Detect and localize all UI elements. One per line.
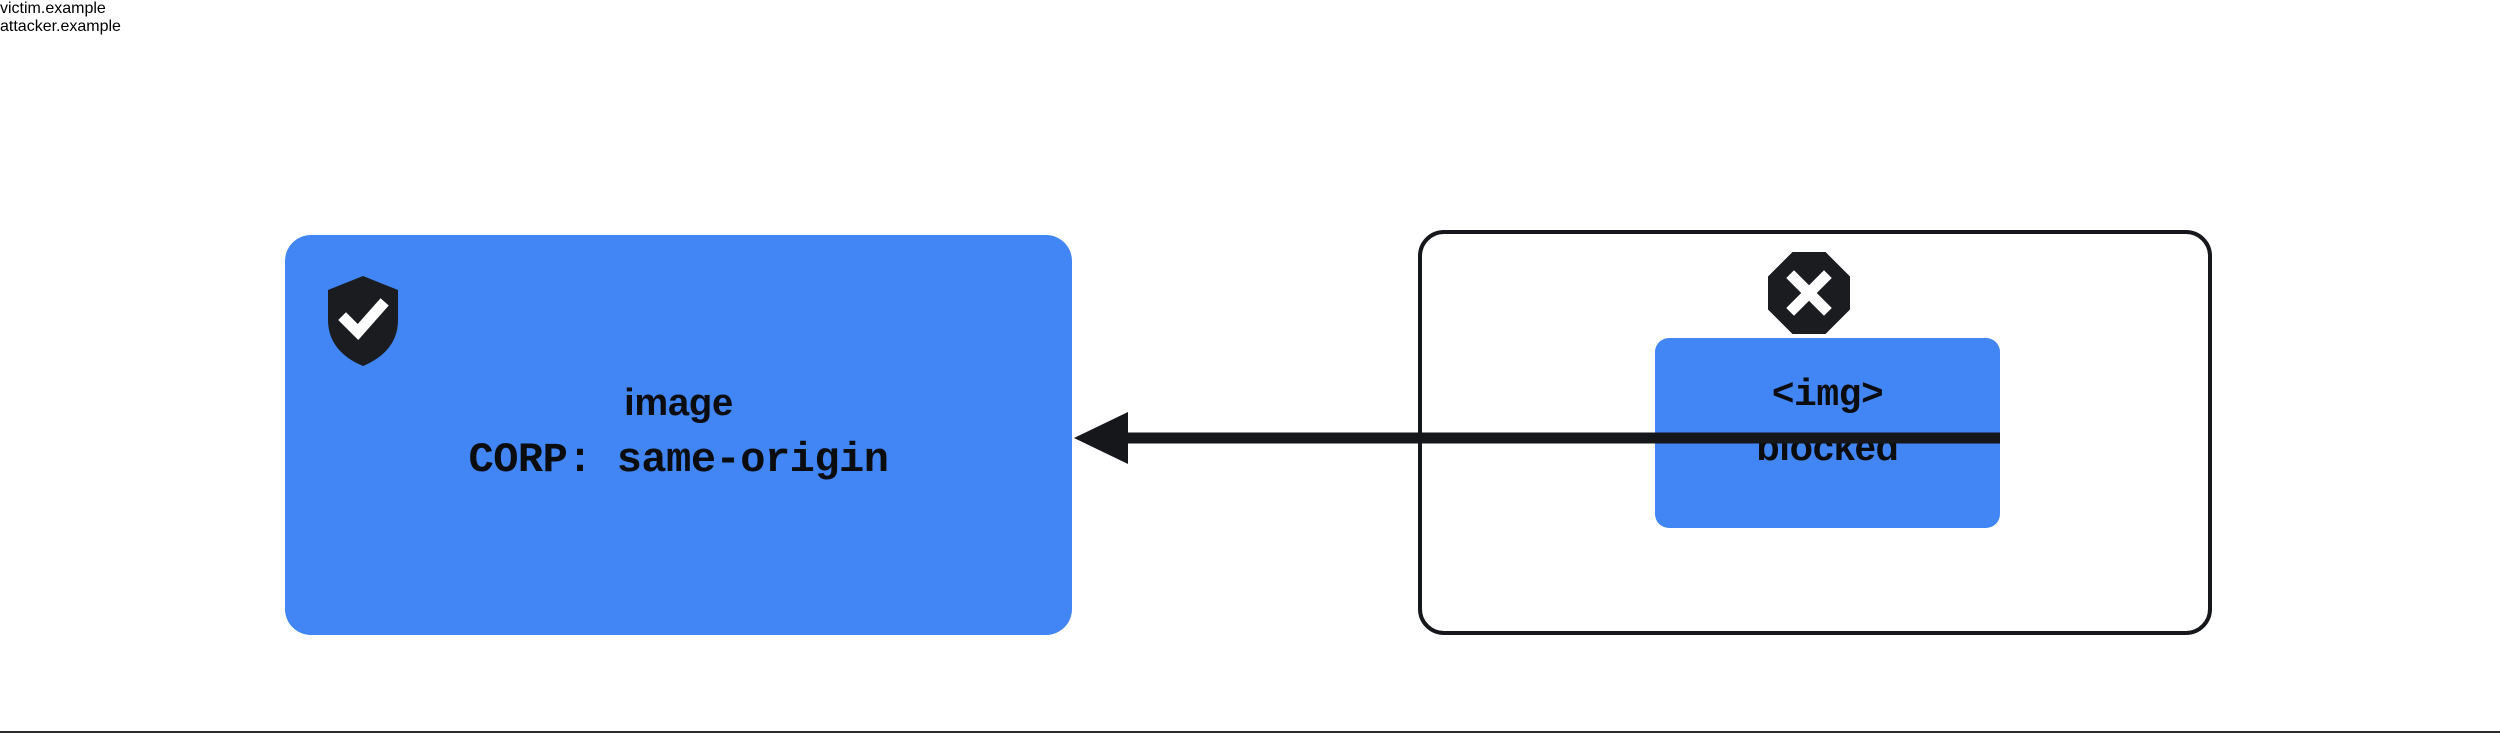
- victim-resource-card: [285, 235, 1072, 635]
- attacker-origin-label: attacker.example: [0, 18, 121, 35]
- cross-origin-request-arrow: [1060, 400, 2010, 480]
- victim-origin-label: victim.example: [0, 0, 106, 17]
- footer-divider: [0, 731, 2500, 733]
- blocked-octagon-x-icon: [1768, 252, 1850, 334]
- victim-corp-header-value: CORP: same-origin: [468, 436, 889, 484]
- victim-resource-name: image: [624, 382, 733, 424]
- img-element-tag: <img>: [1771, 374, 1884, 417]
- shield-check-icon: [328, 276, 398, 366]
- victim-resource-text: image CORP: same-origin: [285, 375, 1072, 489]
